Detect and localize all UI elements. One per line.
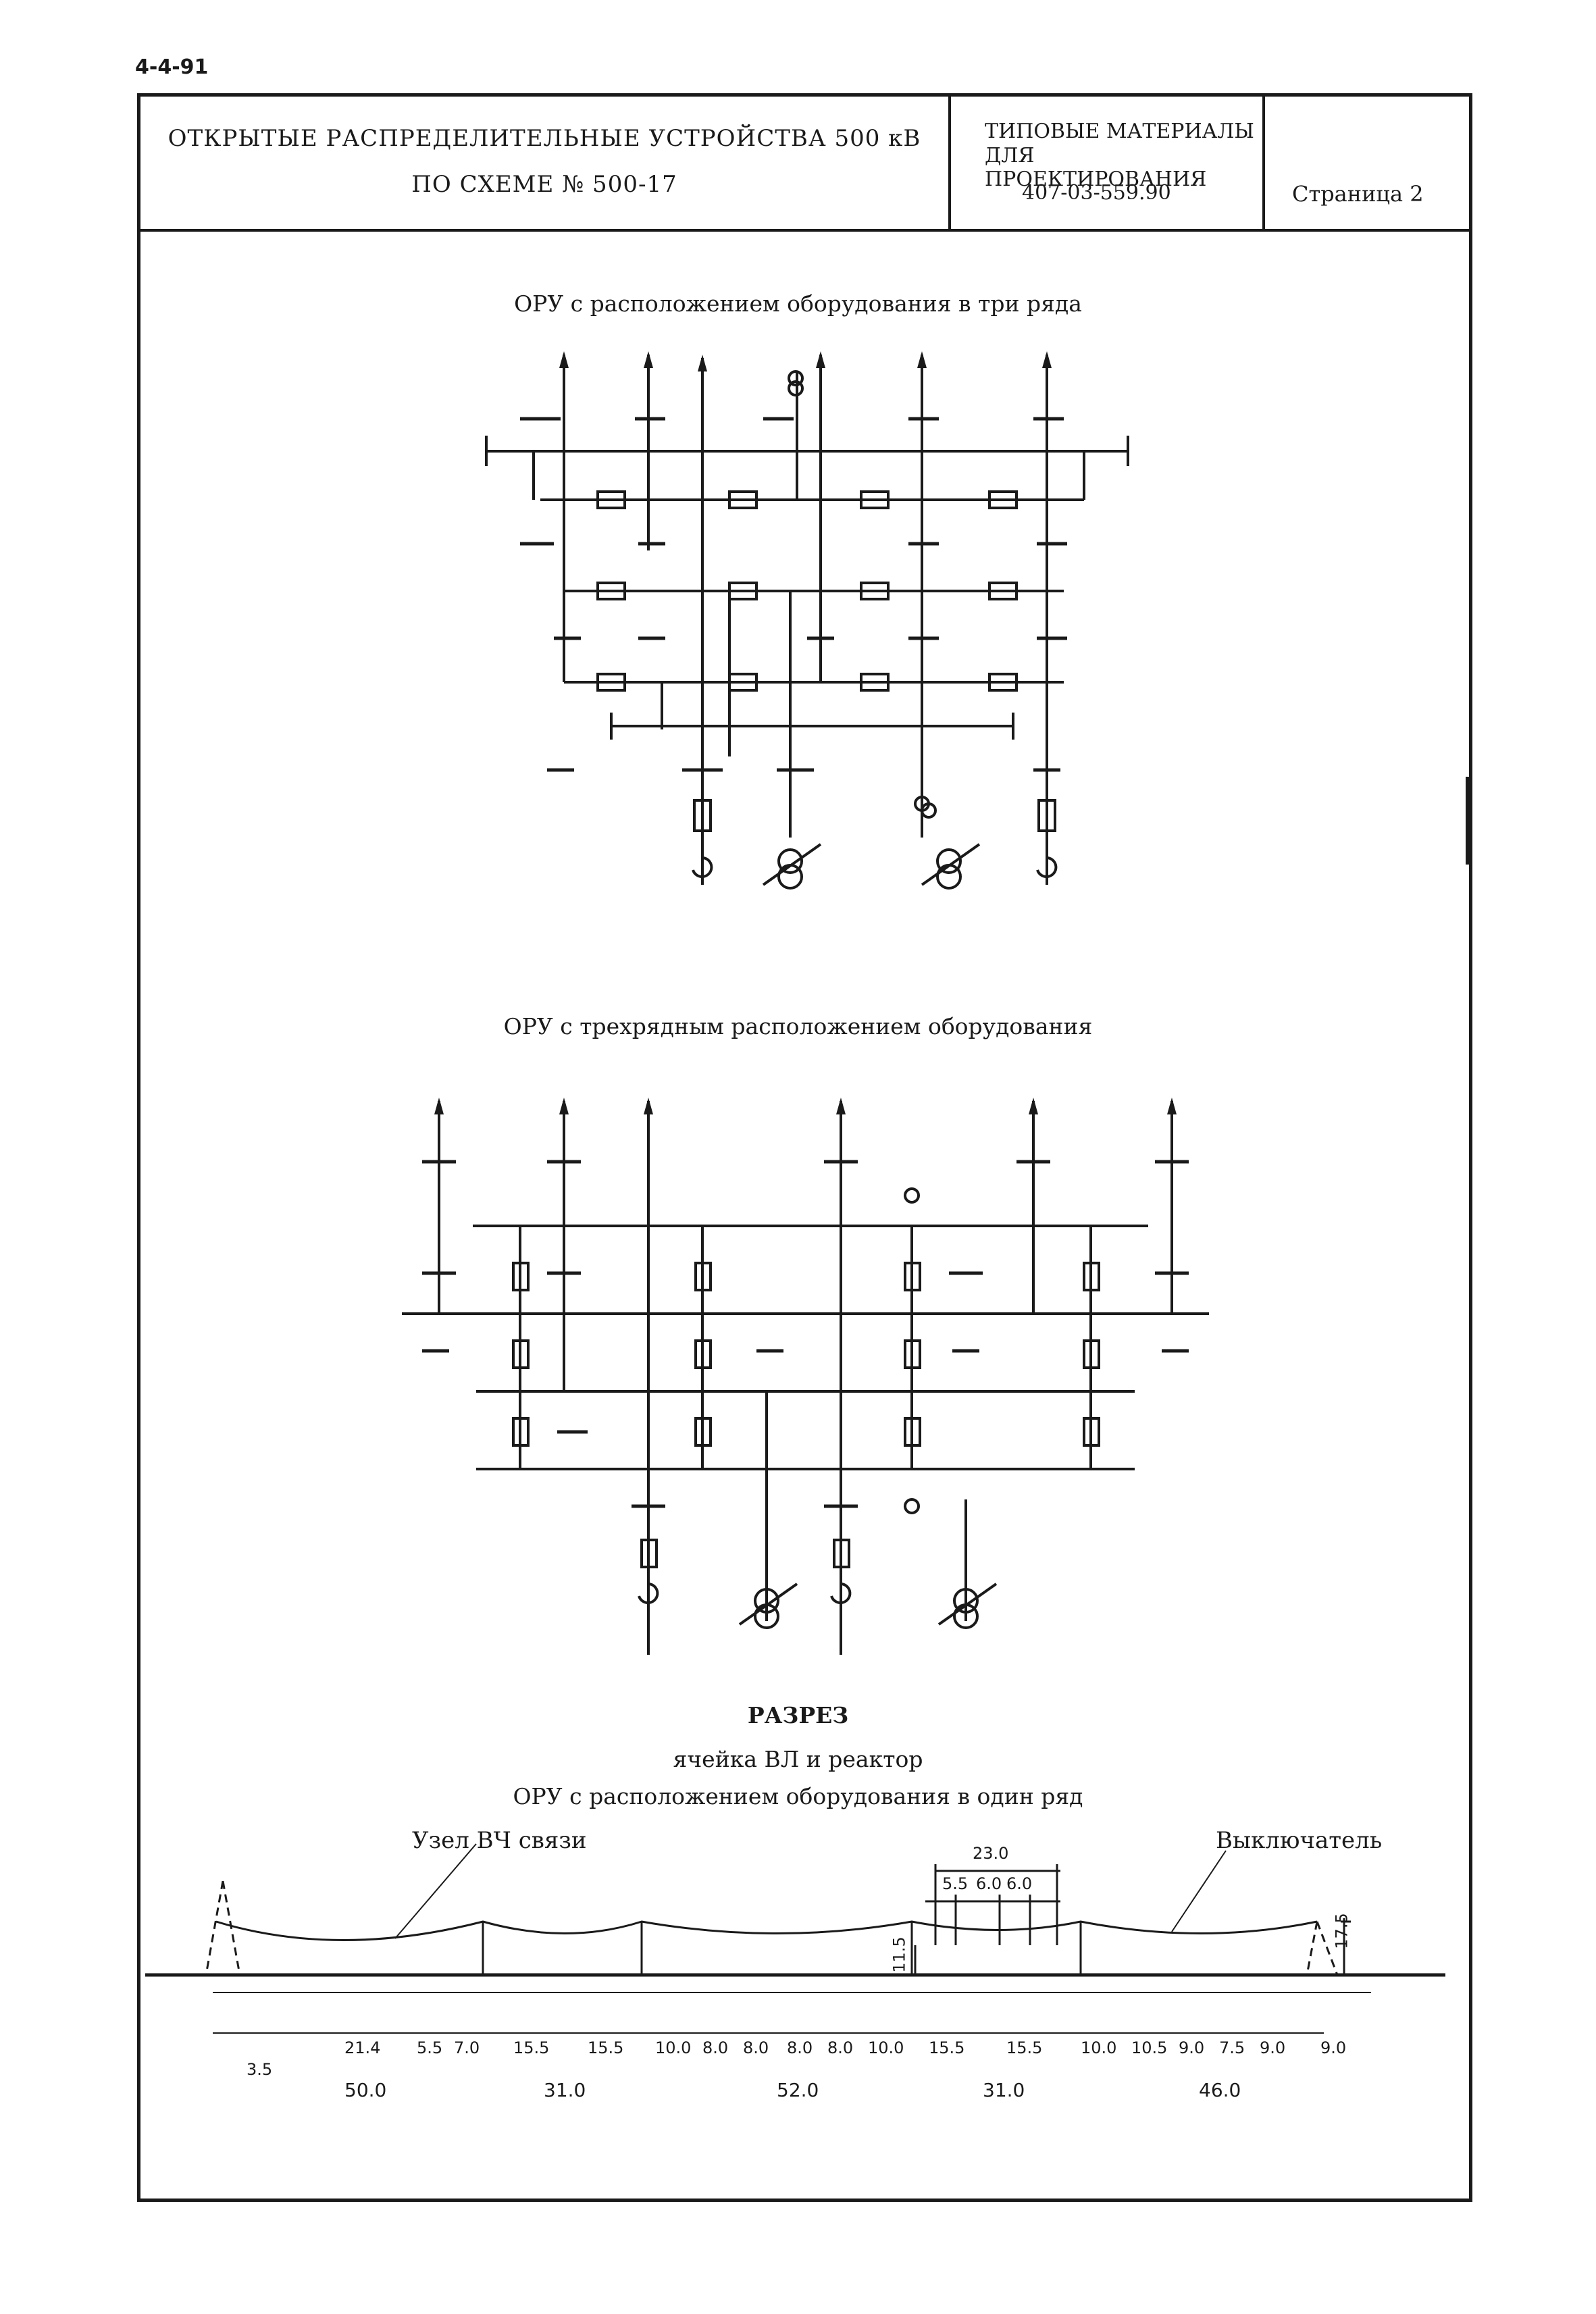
title-line-2: ПО СХЕМЕ № 500-17 xyxy=(411,171,677,198)
dim-r1-9: 8.0 xyxy=(827,2038,854,2057)
dim-vert-1: 11.5 xyxy=(890,1936,909,1973)
dim-r1-16: 7.5 xyxy=(1219,2038,1245,2057)
dim-r2-1: 31.0 xyxy=(544,2079,586,2101)
section-subheading-1: ячейка ВЛ и реактор xyxy=(673,1746,923,1772)
dim-r1-12: 15.5 xyxy=(1006,2038,1043,2057)
section-heading: РАЗРЕЗ xyxy=(747,1702,849,1728)
title-block: ОТКРЫТЫЕ РАСПРЕДЕЛИТЕЛЬНЫЕ УСТРОЙСТВА 50… xyxy=(140,97,1469,232)
dim-r1-1: 5.5 xyxy=(417,2038,443,2057)
title-cell: ОТКРЫТЫЕ РАСПРЕДЕЛИТЕЛЬНЫЕ УСТРОЙСТВА 50… xyxy=(140,97,951,229)
page-label: Страница 2 xyxy=(1292,181,1424,207)
dim-r1-6: 8.0 xyxy=(702,2038,729,2057)
dim-r1-4: 15.5 xyxy=(588,2038,624,2057)
dim-r1-11: 15.5 xyxy=(929,2038,965,2057)
dim-r2-4: 46.0 xyxy=(1199,2079,1241,2101)
series-cell: ТИПОВЫЕ МАТЕРИАЛЫ ДЛЯ ПРОЕКТИРОВАНИЯ 407… xyxy=(951,97,1265,229)
dim-r1-14: 10.5 xyxy=(1131,2038,1168,2057)
dim-top-2: 6.0 xyxy=(976,1874,1002,1893)
dim-r1-7: 8.0 xyxy=(743,2038,769,2057)
sheet-code: 4-4-91 xyxy=(135,55,209,79)
edge-mark xyxy=(1466,777,1472,865)
dim-r1-2: 7.0 xyxy=(454,2038,480,2057)
dim-top-1: 5.5 xyxy=(942,1874,969,1893)
series-line-1: ТИПОВЫЕ МАТЕРИАЛЫ xyxy=(985,120,1254,143)
dim-vert-2: 17.5 xyxy=(1332,1913,1352,1949)
label-breaker: Выключатель xyxy=(1216,1827,1383,1854)
dim-r1-15: 9.0 xyxy=(1179,2038,1205,2057)
dim-top-total: 23.0 xyxy=(973,1844,1009,1863)
dim-r1-10: 10.0 xyxy=(868,2038,904,2057)
title-line-1: ОТКРЫТЫЕ РАСПРЕДЕЛИТЕЛЬНЫЕ УСТРОЙСТВА 50… xyxy=(168,125,921,152)
dim-r2-3: 31.0 xyxy=(983,2079,1025,2101)
page-cell: Страница 2 xyxy=(1265,97,1472,229)
dim-r1-8: 8.0 xyxy=(787,2038,813,2057)
diagram1-caption: ОРУ с расположением оборудования в три р… xyxy=(514,290,1082,317)
dim-r1-13: 10.0 xyxy=(1081,2038,1117,2057)
dim-r1-17: 9.0 xyxy=(1260,2038,1286,2057)
label-hf-node: Узел ВЧ связи xyxy=(412,1827,587,1854)
dim-r1-18: 9.0 xyxy=(1320,2038,1347,2057)
section-subheading-2: ОРУ с расположением оборудования в один … xyxy=(513,1783,1083,1809)
dim-r2-0: 50.0 xyxy=(344,2079,387,2101)
series-line-2: ДЛЯ ПРОЕКТИРОВАНИЯ xyxy=(985,144,1207,191)
dim-r1-0: 21.4 xyxy=(344,2038,381,2057)
series-code: 407-03-559.90 xyxy=(1022,181,1171,205)
dim-r2-2: 52.0 xyxy=(777,2079,819,2101)
dim-small: 3.5 xyxy=(247,2060,273,2079)
drawing-frame: ОТКРЫТЫЕ РАСПРЕДЕЛИТЕЛЬНЫЕ УСТРОЙСТВА 50… xyxy=(137,93,1472,2202)
dim-r1-5: 10.0 xyxy=(655,2038,692,2057)
diagram2-caption: ОРУ с трехрядным расположением оборудова… xyxy=(503,1013,1093,1039)
dim-top-3: 6.0 xyxy=(1006,1874,1033,1893)
dim-r1-3: 15.5 xyxy=(513,2038,550,2057)
